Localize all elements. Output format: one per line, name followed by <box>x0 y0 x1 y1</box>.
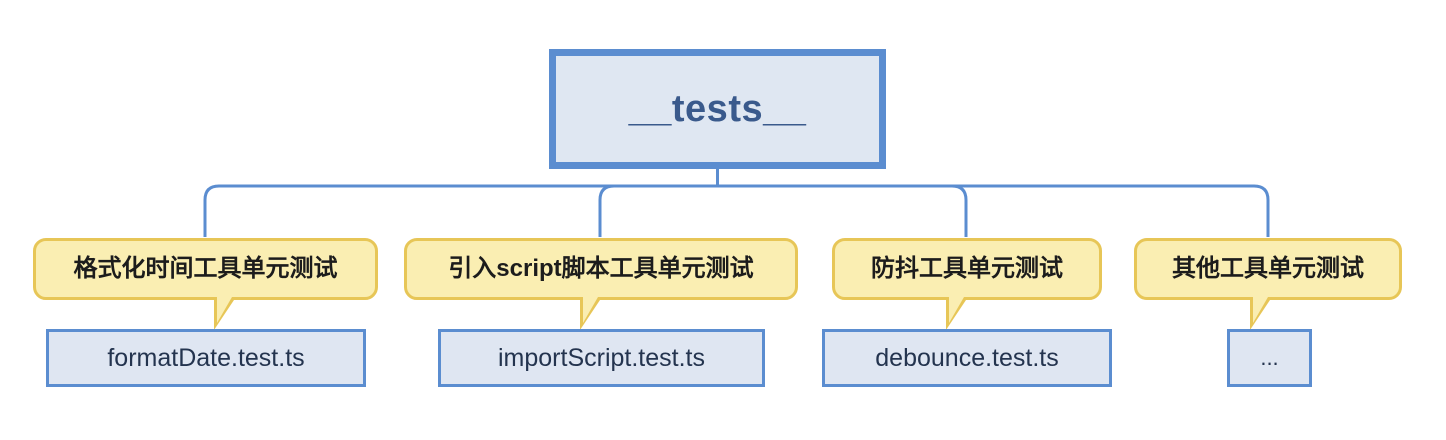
callout-debounce[interactable]: 防抖工具单元测试 <box>832 238 1102 330</box>
callout-format-date-label: 格式化时间工具单元测试 <box>73 255 338 282</box>
file-node-debounce[interactable]: debounce.test.ts <box>822 329 1112 387</box>
callout-import-script[interactable]: 引入script脚本工具单元测试 <box>404 238 798 330</box>
file-node-format-date[interactable]: formatDate.test.ts <box>46 329 366 387</box>
connector-branch-3 <box>717 184 968 237</box>
connector-branch-4 <box>717 184 1270 237</box>
callout-import-script-label: 引入script脚本工具单元测试 <box>448 255 754 282</box>
callout-tail-fill-icon <box>583 297 598 323</box>
file-node-other[interactable]: ... <box>1227 329 1312 387</box>
callout-other-label: 其他工具单元测试 <box>1172 255 1364 282</box>
file-node-format-date-label: formatDate.test.ts <box>107 343 305 372</box>
file-node-debounce-label: debounce.test.ts <box>875 343 1059 372</box>
connector-branch-2 <box>598 184 718 237</box>
file-node-import-script-label: importScript.test.ts <box>498 343 705 372</box>
callout-tail-fill-icon <box>217 297 232 323</box>
file-node-import-script[interactable]: importScript.test.ts <box>438 329 765 387</box>
callout-tail-fill-icon <box>949 297 964 323</box>
node-root[interactable]: __tests__ <box>549 49 886 169</box>
node-root-label: __tests__ <box>628 88 807 130</box>
file-node-other-label: ... <box>1260 345 1279 370</box>
callout-other[interactable]: 其他工具单元测试 <box>1134 238 1402 330</box>
callout-debounce-label: 防抖工具单元测试 <box>871 255 1063 282</box>
callout-tail-fill-icon <box>1253 297 1268 323</box>
connector-branch-1 <box>203 184 718 237</box>
callout-format-date[interactable]: 格式化时间工具单元测试 <box>33 238 378 330</box>
